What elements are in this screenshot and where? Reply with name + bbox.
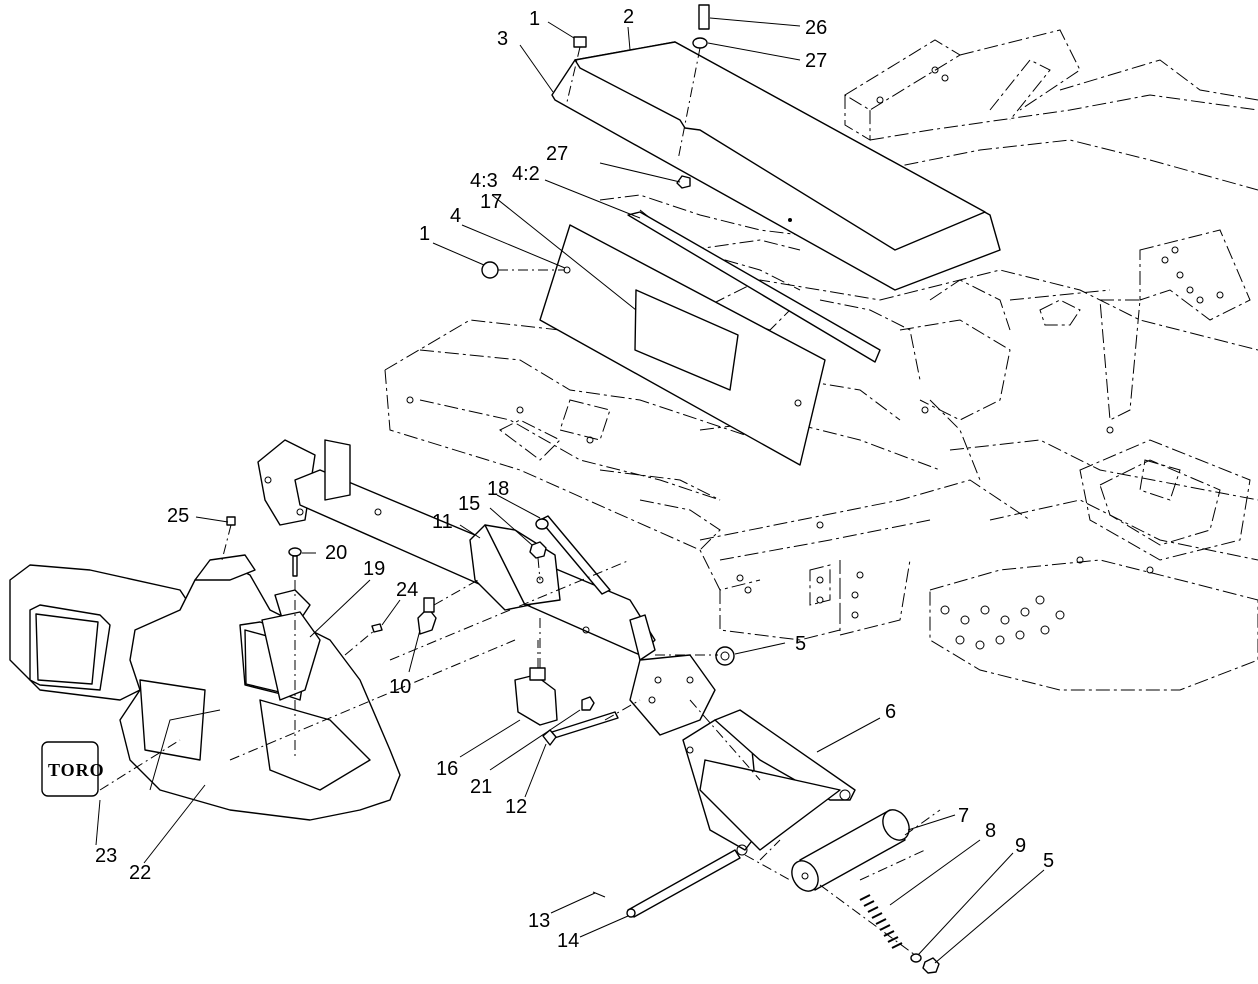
callout-14: 14 bbox=[557, 930, 579, 952]
toro-logo-decal-part-23: TORO bbox=[41, 741, 105, 797]
callout-17: 17 bbox=[480, 191, 502, 213]
callout-6: 6 bbox=[885, 701, 896, 723]
callout-18: 18 bbox=[487, 478, 509, 500]
callout-5-lower: 5 bbox=[1043, 850, 1054, 872]
callout-leaders bbox=[95, 17, 1045, 964]
callout-20: 20 bbox=[325, 542, 347, 564]
bolt-1-side bbox=[481, 261, 565, 279]
callout-12: 12 bbox=[505, 796, 527, 818]
spacer-part-5-upper bbox=[715, 646, 735, 666]
headlight-part-19 bbox=[261, 611, 321, 701]
callout-15: 15 bbox=[458, 493, 480, 515]
top-shield-part-2 bbox=[551, 41, 1001, 291]
callout-13: 13 bbox=[528, 910, 550, 932]
bolt-26 bbox=[677, 4, 710, 161]
callout-25: 25 bbox=[167, 505, 189, 527]
washer-part-9 bbox=[910, 953, 922, 963]
callout-23: 23 bbox=[95, 845, 117, 867]
pivot-bracket-part-6 bbox=[682, 709, 856, 856]
callout-19: 19 bbox=[363, 558, 385, 580]
callout-9: 9 bbox=[1015, 835, 1026, 857]
callout-8: 8 bbox=[985, 820, 996, 842]
nut-21 bbox=[581, 696, 595, 711]
callout-4-2: 4:2 bbox=[512, 163, 540, 185]
callout-1-top: 1 bbox=[529, 8, 540, 30]
callout-11: 11 bbox=[432, 511, 453, 533]
callout-1-side: 1 bbox=[419, 223, 430, 245]
assembly-center-lines bbox=[99, 559, 941, 956]
callout-4: 4 bbox=[450, 205, 461, 227]
bumper-block-part-16 bbox=[514, 640, 558, 726]
callout-22: 22 bbox=[129, 862, 151, 884]
bolt-1-top bbox=[566, 36, 587, 103]
nut-15 bbox=[529, 541, 547, 581]
callout-3: 3 bbox=[497, 28, 508, 50]
callout-5-upper: 5 bbox=[795, 633, 806, 655]
callout-21: 21 bbox=[470, 776, 492, 798]
frame-holes bbox=[406, 66, 1224, 650]
callout-27-top: 27 bbox=[805, 50, 827, 72]
callout-24: 24 bbox=[396, 579, 418, 601]
bumper-mount-part-11 bbox=[257, 439, 716, 736]
roller-part-7 bbox=[791, 809, 910, 892]
nut-part-5-lower bbox=[922, 957, 940, 974]
bolt-18 bbox=[535, 515, 611, 595]
spring-part-8 bbox=[859, 894, 903, 949]
clip-part-24 bbox=[371, 623, 383, 633]
callout-4-3: 4:3 bbox=[470, 170, 498, 192]
callout-2: 2 bbox=[623, 6, 634, 28]
callout-27-mid: 27 bbox=[546, 143, 568, 165]
bolt-part-25 bbox=[221, 516, 236, 561]
bolt-part-20 bbox=[288, 547, 302, 577]
callout-26: 26 bbox=[805, 17, 827, 39]
callout-10: 10 bbox=[389, 676, 411, 698]
decal-part-17 bbox=[634, 289, 739, 391]
bolt-10 bbox=[417, 579, 479, 635]
panel-part-4 bbox=[539, 211, 881, 466]
callout-labels: 1 2 3 26 27 27 4:3 4:2 17 4 1 25 20 19 2… bbox=[95, 6, 1054, 952]
toro-logo-text: TORO bbox=[48, 760, 105, 780]
callout-16: 16 bbox=[436, 758, 458, 780]
cotter-pin-part-13 bbox=[592, 891, 606, 898]
callout-7: 7 bbox=[958, 805, 969, 827]
pin-part-14 bbox=[626, 849, 741, 918]
